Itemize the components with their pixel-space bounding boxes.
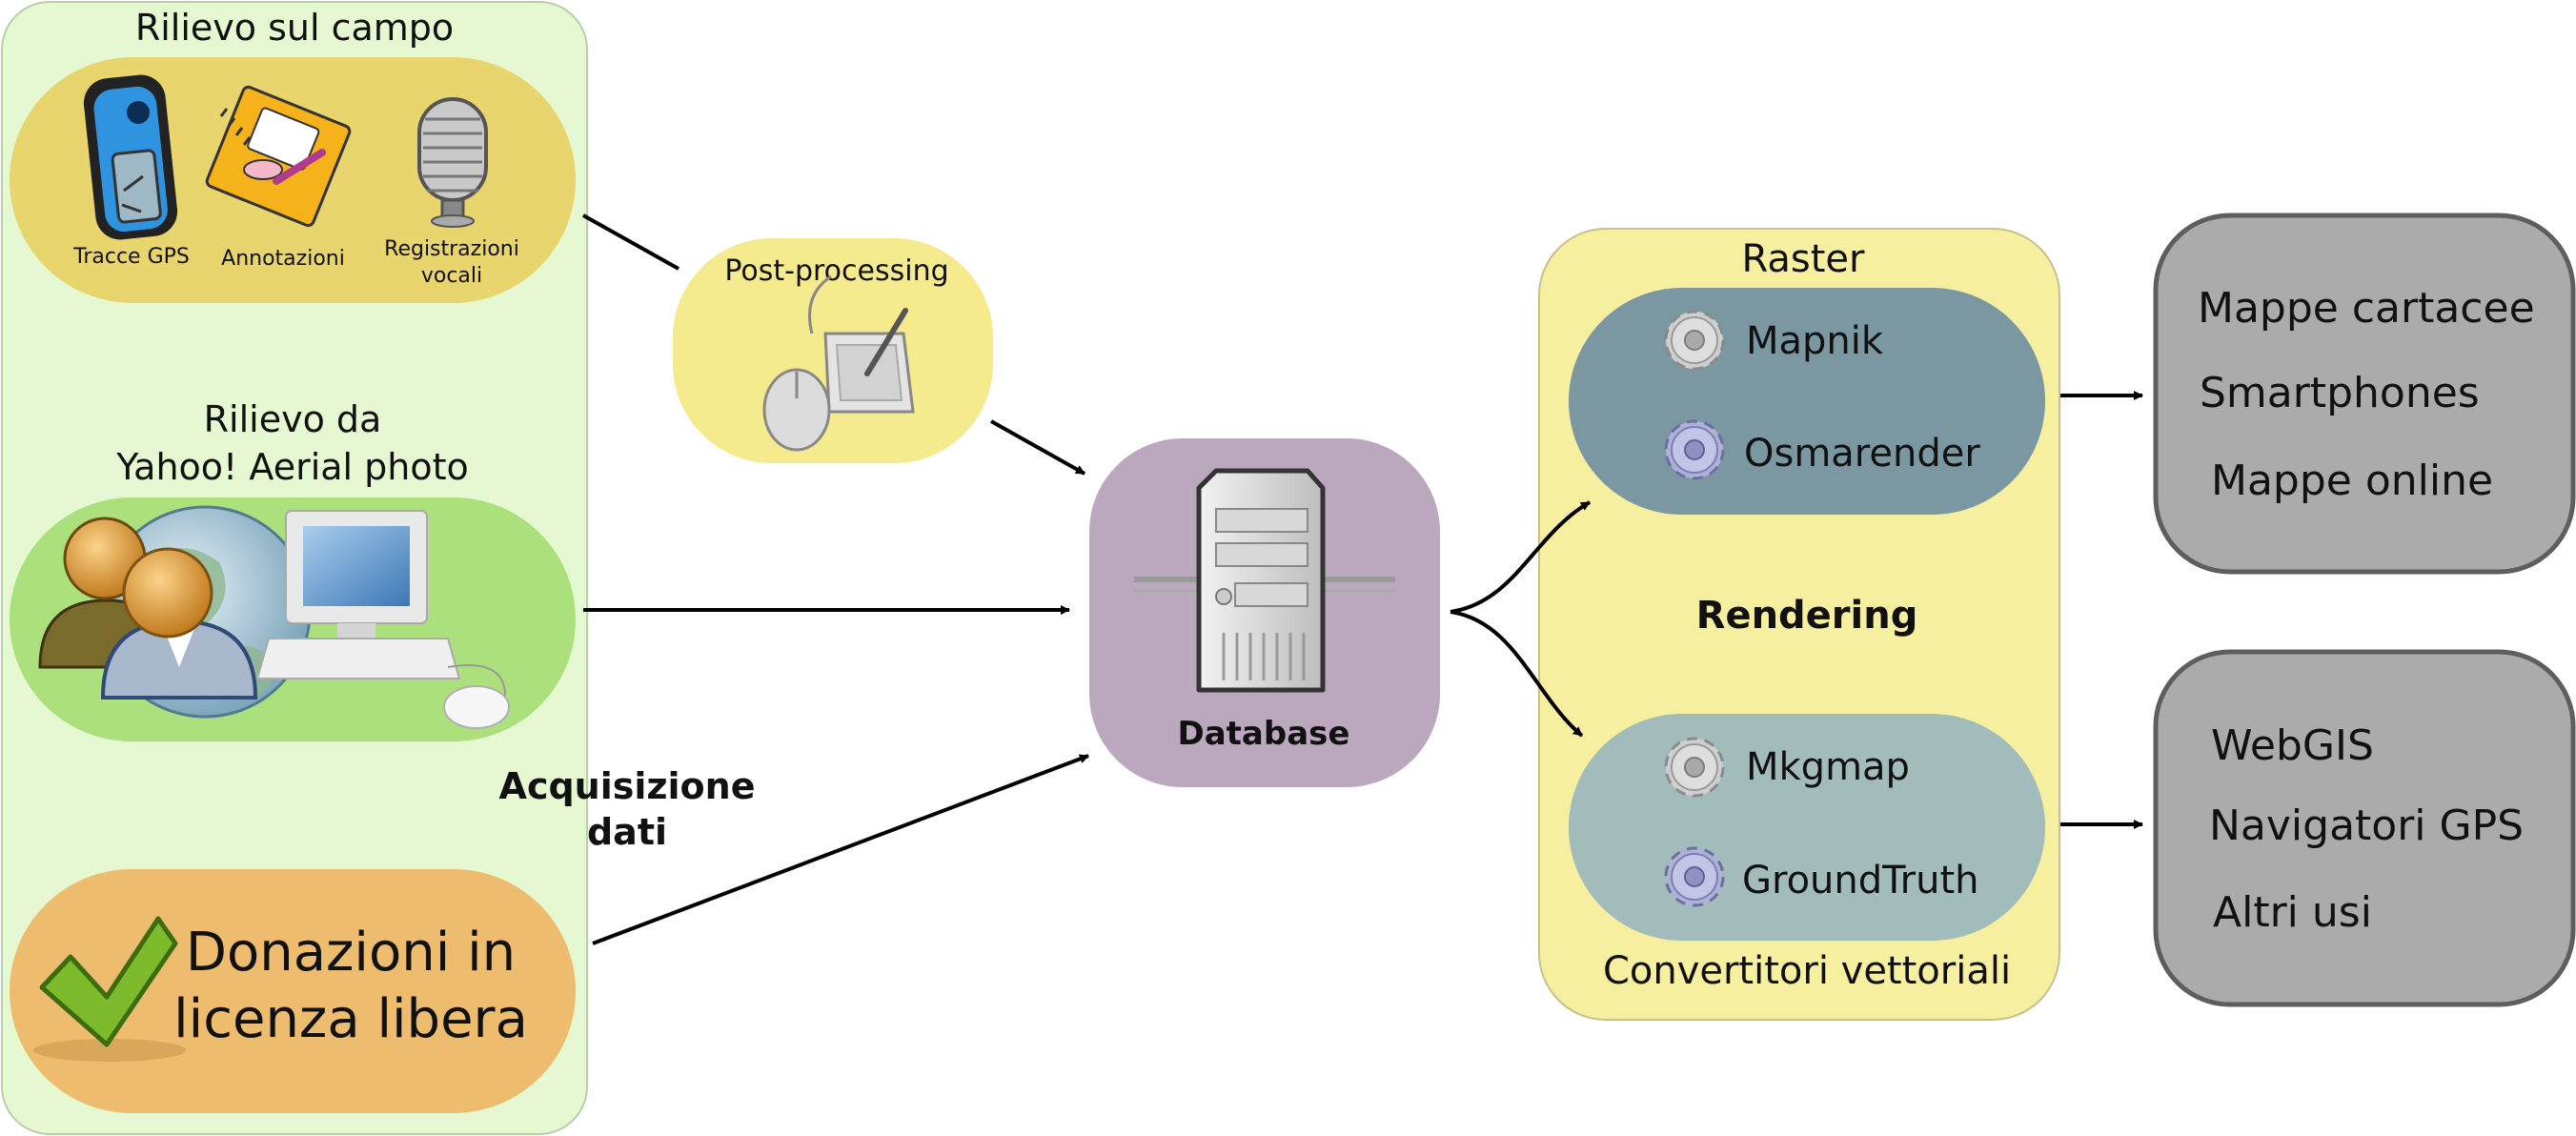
raster-outputs-box: Mappe cartacee Smartphones Mappe online [2153, 213, 2576, 575]
voice-recordings-label-2: vocali [421, 264, 482, 288]
connector-field-to-postprocessing [582, 213, 679, 271]
output-smartphones: Smartphones [2200, 369, 2480, 417]
server-icon [1134, 468, 1395, 693]
mapnik-gear-icon [1664, 310, 1725, 371]
vector-converters-title: Convertitori vettoriali [1603, 949, 2011, 993]
vector-tool-groundtruth: GroundTruth [1742, 859, 1979, 903]
raster-tools-pill: Mapnik Osmarender [1569, 288, 2045, 515]
vector-outputs-box: WebGIS Navigatori GPS Altri usi [2153, 649, 2576, 1007]
acquisition-caption-line-2: dati [587, 811, 667, 853]
arrow-donations-to-database [592, 754, 1089, 945]
donations-line-2: licenza libera [173, 988, 528, 1050]
arrow-database-to-raster [1450, 500, 1591, 614]
donations-line-1: Donazioni in [186, 922, 516, 984]
vector-tools-pill: Mkgmap GroundTruth [1569, 714, 2045, 941]
arrow-database-to-vector [1450, 610, 1584, 738]
output-paper-maps: Mappe cartacee [2198, 284, 2535, 333]
mkgmap-gear-icon [1664, 737, 1725, 798]
field-survey-title: Rilievo sul campo [135, 7, 454, 49]
groundtruth-gear-icon [1664, 846, 1725, 907]
vector-tool-mkgmap: Mkgmap [1746, 745, 1910, 789]
raster-tool-mapnik: Mapnik [1746, 319, 1884, 363]
gps-device-icon [83, 74, 178, 240]
checkmark-icon [33, 916, 186, 1062]
users-globe-computer-icon [38, 505, 510, 729]
acquisition-caption-line-1: Acquisizione [499, 765, 756, 807]
raster-title: Raster [1741, 237, 1865, 281]
database-node: Database [1089, 438, 1440, 787]
rendering-label: Rendering [1696, 594, 1918, 638]
rendering-panel: Raster Mapnik Osmarender Rendering Mkgma… [1538, 228, 2060, 1021]
connectors [582, 213, 2143, 945]
output-webgis: WebGIS [2211, 721, 2374, 770]
voice-recordings-label-1: Registrazioni [384, 237, 519, 261]
osmarender-gear-icon [1664, 419, 1725, 480]
output-gps-navigators: Navigatori GPS [2209, 801, 2524, 850]
graphics-tablet-icon [762, 274, 915, 452]
yahoo-title-line-1: Rilievo da [204, 398, 382, 440]
microphone-icon [417, 97, 488, 228]
raster-tool-osmarender: Osmarender [1744, 432, 1980, 476]
yahoo-title-line-2: Yahoo! Aerial photo [115, 446, 469, 488]
output-other-uses: Altri usi [2213, 888, 2372, 937]
database-label: Database [1178, 715, 1350, 753]
post-processing-node: Post-processing [673, 238, 993, 463]
gps-tracks-label: Tracce GPS [72, 245, 190, 269]
post-processing-label: Post-processing [724, 254, 948, 288]
notebook-icon [205, 85, 352, 228]
output-online-maps: Mappe online [2211, 456, 2493, 505]
arrow-postprocessing-to-database [990, 419, 1085, 476]
notes-label: Annotazioni [221, 247, 345, 271]
acquisition-panel: Rilievo sul campo Tracce GPS Annotazioni [1, 1, 756, 1135]
